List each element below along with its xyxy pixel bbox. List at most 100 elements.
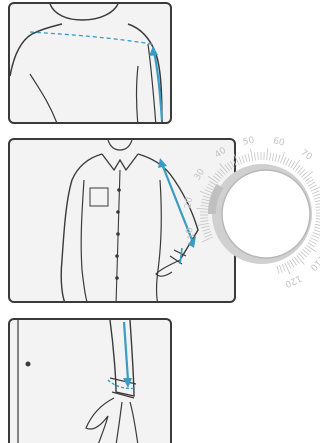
cuff-illustration	[10, 320, 172, 443]
dial-label: 120	[283, 272, 303, 288]
dial-tick	[287, 262, 291, 269]
dial-label: 50	[242, 136, 255, 148]
dial-tick	[248, 154, 250, 162]
dial-tick	[220, 163, 228, 172]
dial-tick	[197, 223, 209, 225]
dial-tick	[314, 227, 320, 229]
left-shoulder-outline	[10, 24, 62, 76]
dial-tick	[288, 160, 292, 167]
dial-tick	[258, 152, 259, 160]
dial-tick	[251, 149, 253, 161]
dial-tick	[203, 196, 211, 198]
shirt-pocket	[90, 188, 108, 206]
shoulder-illustration	[10, 4, 172, 124]
dial-tick	[205, 234, 212, 237]
dial-label: 110	[308, 253, 320, 273]
button-dot	[26, 362, 31, 367]
button-dot	[115, 254, 119, 258]
button-dot	[115, 276, 119, 280]
dial-tick	[286, 158, 290, 165]
dial-tick	[283, 157, 286, 164]
dial-tick	[315, 200, 320, 202]
dial-tick	[306, 245, 316, 252]
dial-tick	[278, 155, 280, 163]
dial-tick	[314, 197, 320, 199]
dial-tick	[196, 208, 208, 209]
dial-tick	[275, 154, 277, 162]
shoulder-width-panel	[8, 2, 172, 124]
button-dot	[117, 188, 121, 192]
dial-tick	[206, 187, 213, 191]
dial-tick	[209, 181, 216, 185]
dial-label: 20	[184, 196, 196, 209]
dial-tick	[205, 190, 212, 193]
button-dot	[116, 232, 120, 236]
dial-tick	[208, 184, 215, 188]
dial-tick	[230, 161, 234, 168]
dial-tick	[310, 185, 317, 189]
right-torso-side	[157, 180, 162, 303]
cuff-measure-line	[180, 248, 182, 264]
dial-tick	[233, 159, 237, 166]
dial-tick	[311, 238, 318, 242]
dial-tick	[239, 157, 242, 164]
hand-on-hip	[156, 260, 180, 276]
dial-tick	[203, 232, 211, 235]
dial-tick	[200, 221, 208, 222]
dial-tick	[202, 229, 210, 231]
shoulder-dashed-line	[30, 32, 152, 44]
chin-outline	[108, 140, 132, 150]
measuring-tape-dial: 102030405060708090100110120	[186, 128, 320, 298]
cuff-lines	[170, 250, 186, 264]
dial-tick	[312, 191, 319, 194]
dial-tick	[254, 152, 255, 160]
dial-tick	[280, 265, 283, 273]
arrow-up-icon	[149, 46, 158, 56]
dial-tick	[242, 155, 245, 163]
dial-tick	[316, 210, 320, 211]
dial-label: 10	[185, 226, 198, 240]
dial-tick	[315, 203, 320, 205]
dial-tick	[308, 182, 315, 186]
button-dot	[116, 210, 120, 214]
back-seam-left	[30, 74, 58, 124]
shirt-collar	[102, 154, 138, 170]
dial-tick	[315, 224, 320, 226]
dial-tick	[245, 154, 247, 162]
dial-label: 40	[213, 146, 228, 161]
dial-tick	[201, 202, 209, 204]
dial-tick	[291, 161, 295, 168]
dial-tick	[290, 260, 294, 267]
dial-tick	[297, 255, 305, 264]
dial-tick	[267, 148, 268, 160]
back-seam-right	[137, 66, 139, 124]
cuff-detail-panel	[8, 318, 172, 443]
dial-label: 70	[298, 148, 313, 163]
cuff-measure-line	[124, 322, 128, 380]
dial-tick	[316, 219, 320, 220]
dial-face	[222, 170, 310, 258]
dial-tick	[308, 243, 315, 247]
dial-tick	[309, 240, 316, 244]
dial-tick	[202, 199, 210, 201]
dial-tick	[282, 264, 285, 271]
dial-label: 30	[193, 167, 208, 182]
dial-label: 60	[272, 136, 286, 148]
dial-tick	[277, 266, 279, 274]
dial-tick	[303, 172, 312, 180]
dial-tick	[293, 160, 300, 170]
hand-outline	[86, 398, 138, 443]
dial-tick	[200, 218, 208, 219]
dial-tick	[270, 153, 271, 161]
dial-tick	[208, 176, 218, 183]
dial-tick	[202, 226, 210, 228]
dial-tick	[201, 205, 209, 206]
arrow-up-icon	[158, 158, 167, 168]
dial-tick	[316, 206, 320, 207]
dial-tick	[202, 237, 213, 242]
dial-tick	[312, 235, 319, 238]
dial-tick	[313, 194, 320, 197]
dial-tick	[314, 230, 320, 232]
dial-tick	[272, 153, 274, 161]
collar-outline	[50, 4, 118, 20]
